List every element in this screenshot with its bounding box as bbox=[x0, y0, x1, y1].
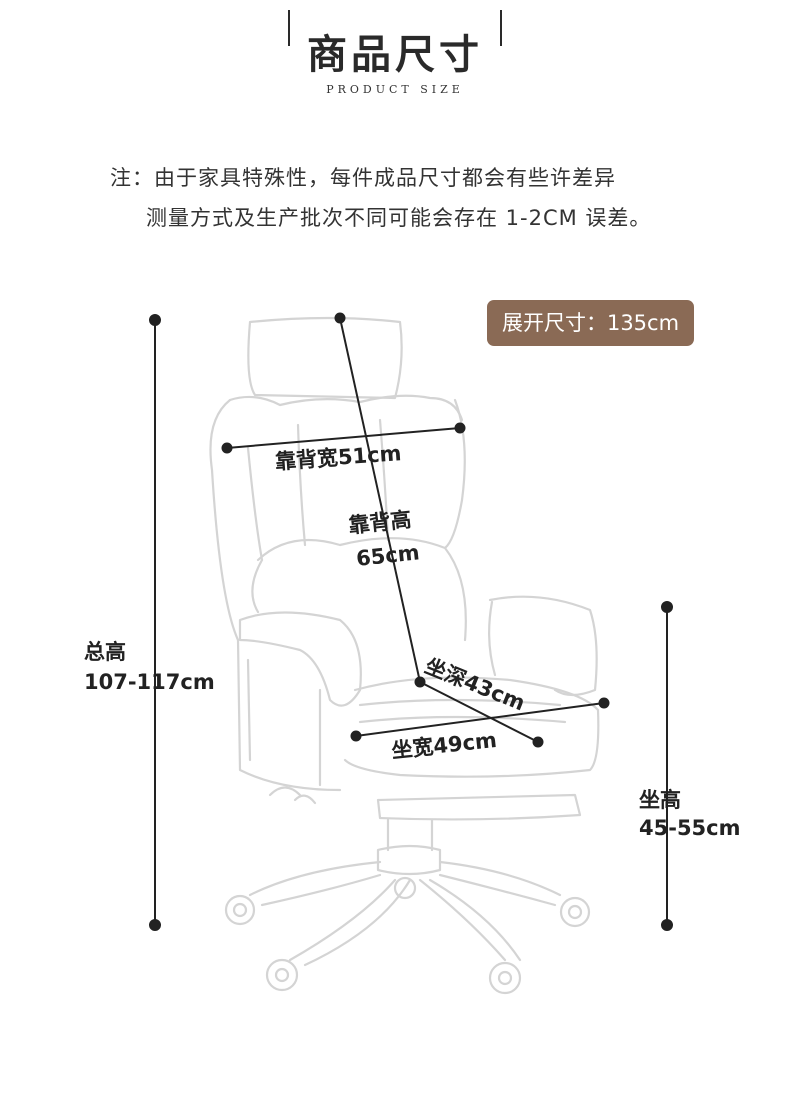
backrest-width-right-dot bbox=[454, 422, 466, 434]
seat-depth-line bbox=[419, 681, 539, 743]
seat-width-line bbox=[355, 702, 605, 737]
note-line-2: 测量方式及生产批次不同可能会存在 1-2CM 误差。 bbox=[146, 206, 652, 230]
page-subtitle: PRODUCT SIZE bbox=[326, 83, 464, 96]
title-divider-left bbox=[288, 10, 290, 46]
total-height-bottom-dot bbox=[149, 919, 161, 931]
backrest-height-line bbox=[339, 317, 421, 683]
total-height-top-dot bbox=[149, 314, 161, 326]
seat-height-label: 坐高 bbox=[639, 788, 681, 812]
page-title: 商品尺寸 bbox=[307, 31, 483, 78]
title-divider-right bbox=[500, 10, 502, 46]
seat-height-top-dot bbox=[661, 601, 673, 613]
chair-outline bbox=[209, 316, 600, 995]
seat-height-value: 45-55cm bbox=[639, 816, 741, 840]
seat-width-right-dot bbox=[598, 697, 610, 709]
note-line-1: 注：由于家具特殊性，每件成品尺寸都会有些许差异 bbox=[110, 166, 616, 190]
backrest-height-top-dot bbox=[334, 312, 346, 324]
seat-height-bottom-dot bbox=[661, 919, 673, 931]
backrest-width-line bbox=[226, 427, 461, 449]
seat-depth-end-dot bbox=[532, 736, 544, 748]
unfolded-size-badge: 展开尺寸：135cm bbox=[487, 300, 694, 346]
total-height-value: 107-117cm bbox=[84, 670, 215, 694]
seat-width-left-dot bbox=[350, 730, 362, 742]
backrest-width-left-dot bbox=[221, 442, 233, 454]
dimension-lines bbox=[149, 312, 673, 931]
total-height-label: 总高 bbox=[84, 640, 126, 664]
